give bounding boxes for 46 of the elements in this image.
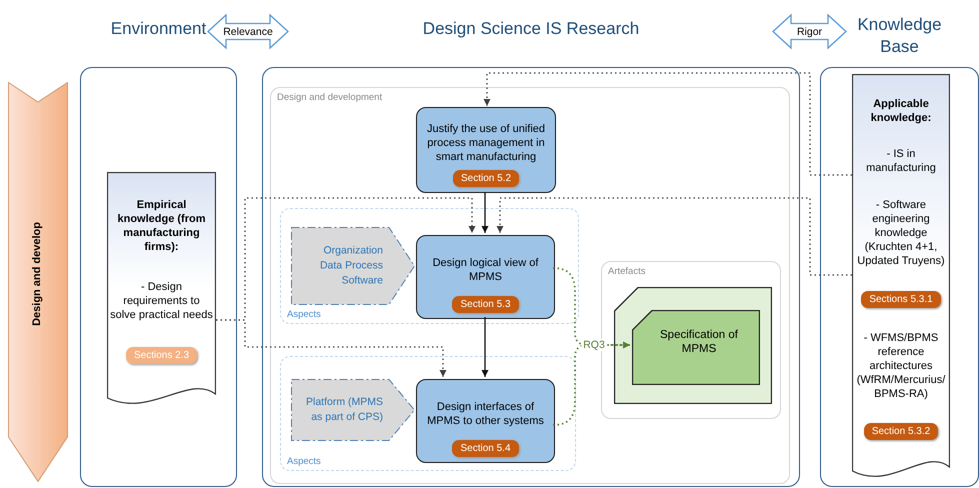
knowledge-heading: Empirical knowledge (from manufacturing firms): bbox=[116, 198, 206, 254]
node-text: Justify the use of unified process management in smart manufacturing bbox=[426, 122, 546, 164]
process-box bbox=[416, 379, 555, 463]
dotted-arrow bbox=[496, 197, 852, 276]
node-text: - Design requirements to solve practical needs bbox=[109, 280, 214, 322]
section-tag: Section 5.2 bbox=[452, 170, 520, 187]
group-label: Aspects bbox=[287, 309, 321, 320]
node-text: - WFMS/BPMS reference architectures (WfRM/Mercurius/ BPMS-RA) bbox=[856, 330, 946, 401]
aspect-pentagon bbox=[291, 227, 415, 305]
process-box bbox=[416, 235, 555, 319]
column-heading: Environment bbox=[110, 18, 208, 40]
knowledge-heading: Applicable knowledge: bbox=[870, 96, 932, 125]
column-heading: Design Science IS Research bbox=[422, 18, 640, 40]
double-arrow bbox=[772, 14, 847, 50]
node-text: Design interfaces of MPMS to other systems bbox=[426, 400, 545, 428]
node-text: - IS in manufacturing bbox=[865, 147, 937, 176]
artefact-shape bbox=[614, 287, 772, 404]
aspects-frame bbox=[280, 356, 576, 471]
arrow bbox=[482, 317, 488, 377]
aspect-pentagon bbox=[291, 379, 415, 441]
artefact-shape bbox=[632, 310, 760, 385]
double-arrow bbox=[207, 14, 289, 50]
aspect-text: Platform (MPMS as part of CPS) bbox=[304, 395, 383, 425]
edge-label: RQ3 bbox=[581, 339, 607, 351]
aspect-text: Organization Data Process Software bbox=[318, 244, 383, 288]
group-label: Artefacts bbox=[608, 266, 646, 277]
dotted-arrow bbox=[484, 72, 852, 176]
section-tag: Section 5.4 bbox=[452, 440, 519, 457]
edge-label: Rigor bbox=[796, 26, 824, 38]
node-text: Specification of MPMS bbox=[659, 328, 739, 356]
edge-label: Relevance bbox=[222, 26, 274, 38]
node-text: Design and develop bbox=[31, 222, 43, 326]
column-heading: Knowledge Base bbox=[856, 14, 943, 58]
dotted-arrow bbox=[216, 319, 446, 377]
section-tag: Sections 5.3.1 bbox=[861, 290, 941, 308]
node-text: - Software engineering knowledge (Kruchten 4+1, Updated Truyens) bbox=[856, 198, 946, 268]
section-tag: Sections 2.3 bbox=[126, 347, 198, 364]
section-tag: Section 5.3.2 bbox=[864, 423, 938, 440]
process-chevron bbox=[8, 82, 68, 482]
group-label: Design and development bbox=[277, 92, 382, 103]
node-text: Design logical view of MPMS bbox=[432, 256, 540, 284]
process-box bbox=[416, 107, 556, 193]
aspects-frame bbox=[280, 208, 579, 324]
group-label: Aspects bbox=[287, 456, 321, 467]
section-tag: Section 5.3 bbox=[452, 296, 519, 313]
arrow bbox=[482, 192, 488, 233]
